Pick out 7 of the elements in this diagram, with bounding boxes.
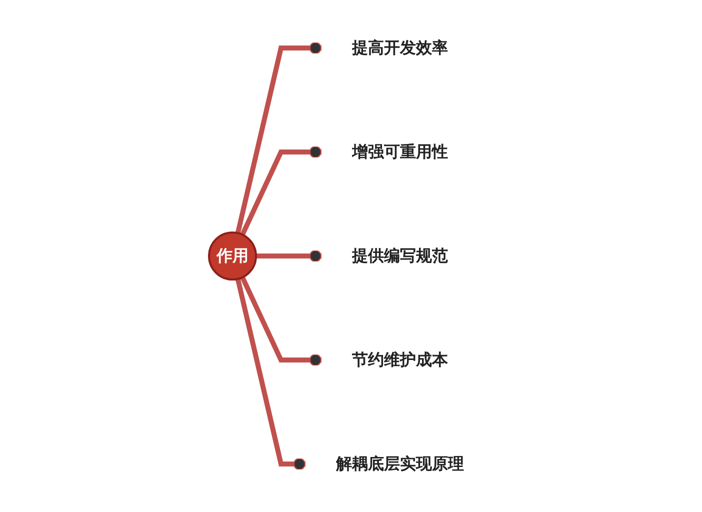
connector xyxy=(234,278,306,470)
node-text: 解耦底层实现原理 xyxy=(336,454,464,473)
connector xyxy=(256,250,322,262)
connector xyxy=(234,42,322,234)
connector xyxy=(240,276,322,366)
connector xyxy=(240,146,322,236)
node-text: 节约维护成本 xyxy=(352,350,448,369)
